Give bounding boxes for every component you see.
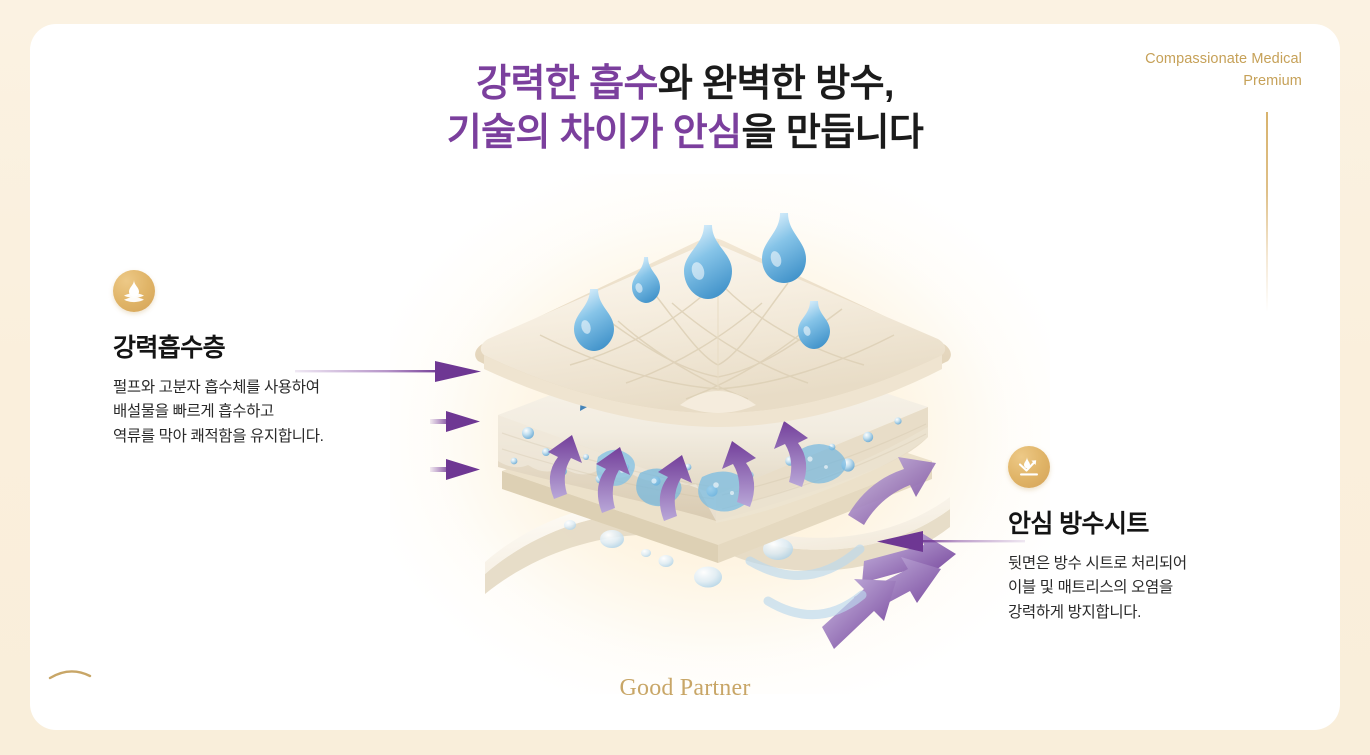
headline-line-2-plain: 을 만듭니다 [741, 111, 924, 154]
headline-line-1-plain: 와 완벽한 방수, [657, 63, 895, 105]
headline-line-2-accent: 기술의 차이가 안심 [446, 111, 742, 154]
feature-title: 강력흡수층 [113, 334, 226, 362]
water-repellent-icon [1008, 446, 1050, 488]
feature-body: 뒷면은 방수 시트로 처리되어 이블 및 매트리스의 오염을 강력하게 방지합니… [1008, 555, 1187, 621]
feature-absorbent-layer: 강력흡수층 펄프와 고분자 흡수체를 사용하여 배설물을 빠르게 흡수하고 역류… [113, 270, 433, 449]
water-drop-layers-icon [113, 270, 155, 312]
waterproof-deflection-arrows [745, 457, 956, 649]
brand-logo: Good Partner [30, 670, 1340, 702]
headline-line-1-accent: 강력한 흡수 [476, 63, 658, 105]
brand-caption: Compassionate Medical Premium [1042, 48, 1302, 93]
brand-caption-line-1: Compassionate Medical [1145, 51, 1302, 67]
headline-line-1: 강력한 흡수와 완벽한 방수, [30, 60, 1340, 109]
feature-waterproof-sheet: 안심 방수시트 뒷면은 방수 시트로 처리되어 이블 및 매트리스의 오염을 강… [1008, 446, 1328, 625]
headline-line-2: 기술의 차이가 안심을 만듭니다 [30, 109, 1340, 158]
feature-body: 펄프와 고분자 흡수체를 사용하여 배설물을 빠르게 흡수하고 역류를 막아 쾌… [113, 379, 324, 445]
page-title: 강력한 흡수와 완벽한 방수, 기술의 차이가 안심을 만듭니다 [30, 60, 1340, 157]
logo-smile-arc [48, 670, 92, 680]
brand-divider-line [1266, 112, 1268, 312]
brand-logo-text: Good Partner [619, 675, 751, 701]
quilted-cover-sheet [475, 238, 951, 427]
backflow-block-arrows [548, 421, 808, 521]
brand-caption-line-2: Premium [1243, 73, 1302, 90]
feature-title: 안심 방수시트 [1008, 510, 1149, 538]
content-card: 강력한 흡수와 완벽한 방수, 기술의 차이가 안심을 만듭니다 Compass… [30, 24, 1340, 730]
water-droplets [574, 213, 830, 351]
product-cross-section-illustration [450, 209, 980, 679]
